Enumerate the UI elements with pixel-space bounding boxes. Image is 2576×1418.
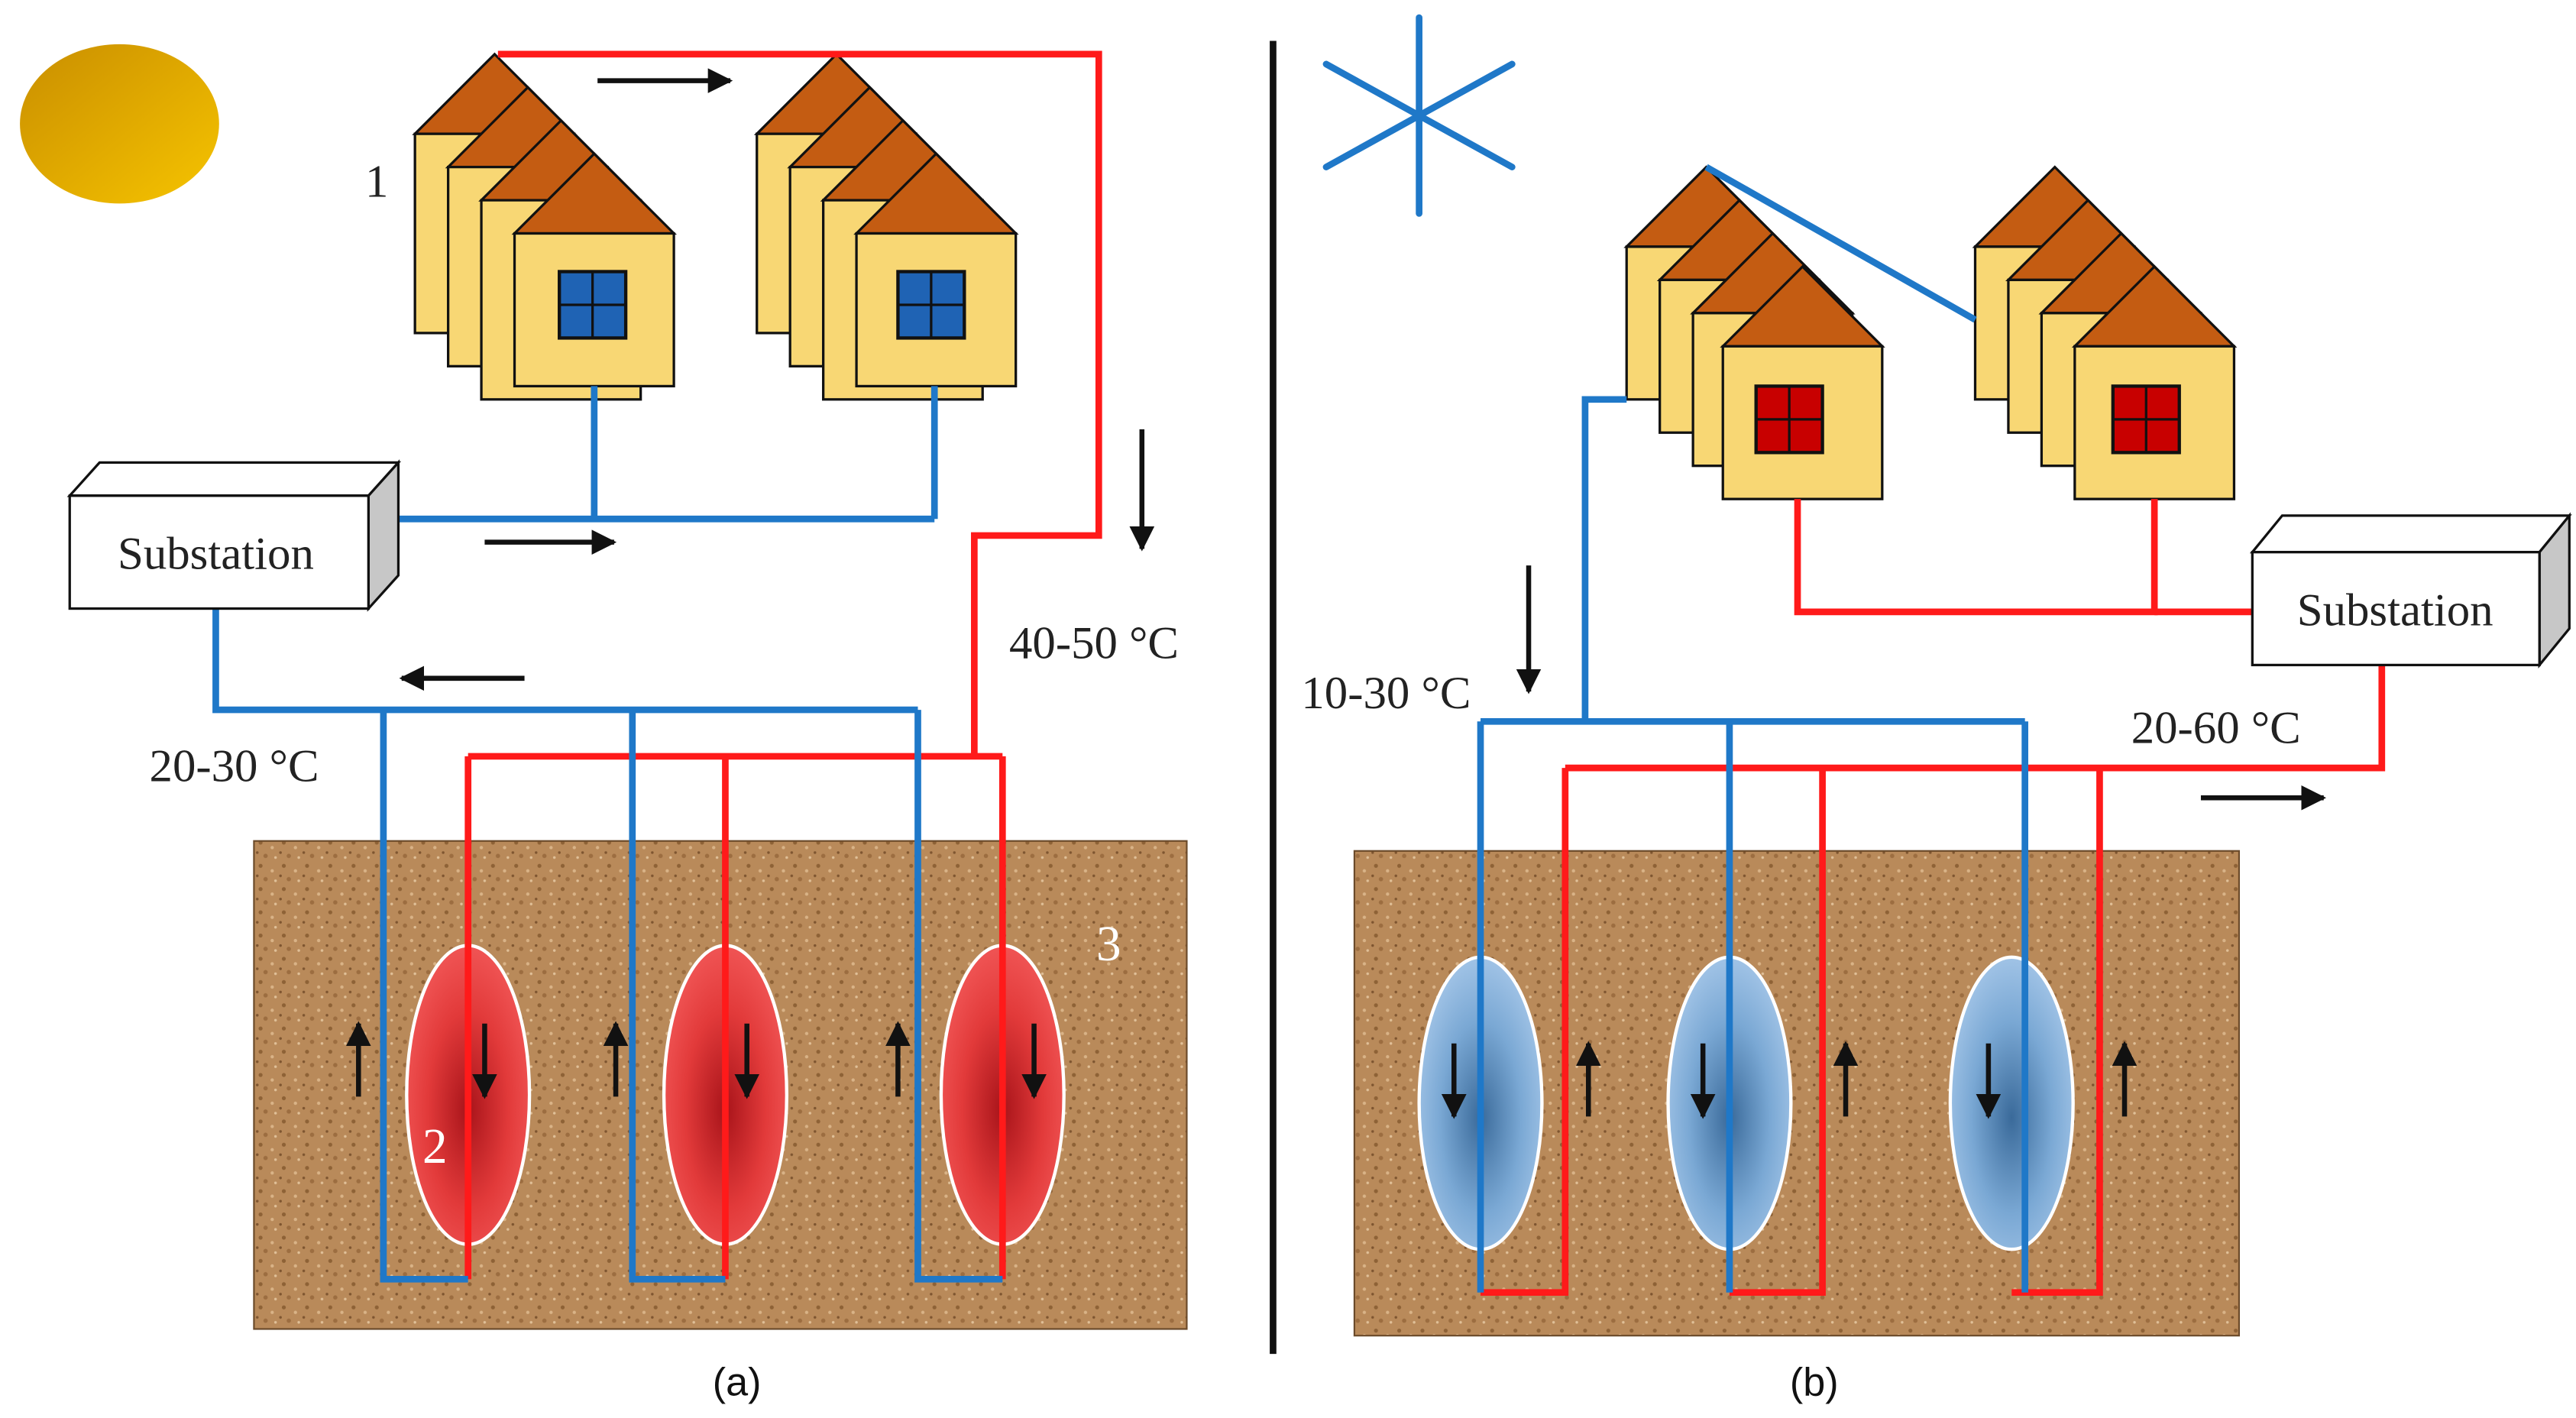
hot-pipes bbox=[1481, 499, 2386, 1297]
cold-pipes bbox=[212, 386, 1003, 1283]
panel-caption: (b) bbox=[1790, 1360, 1839, 1404]
thermal-store-cold bbox=[1948, 955, 2075, 1251]
panel-b: Substation 10-30 °C 20-60 °C (b) bbox=[1301, 14, 2572, 1404]
house-label: 1 bbox=[365, 157, 388, 208]
window-icon bbox=[1756, 386, 1823, 452]
temperature-hot-label: 40-50 °C bbox=[1009, 618, 1179, 669]
panel-caption: (a) bbox=[713, 1360, 762, 1404]
cold-pipes bbox=[1477, 163, 2029, 1293]
sun-icon bbox=[20, 44, 219, 204]
house-group-4 bbox=[1972, 165, 2238, 500]
window-icon bbox=[898, 271, 964, 338]
ground-label: 3 bbox=[1096, 917, 1121, 972]
substation-a: Substation bbox=[66, 459, 402, 612]
window-icon bbox=[559, 271, 626, 338]
window-icon bbox=[2113, 386, 2180, 452]
temperature-cold-label: 20-30 °C bbox=[150, 741, 319, 792]
house-group-1 bbox=[412, 52, 678, 401]
temperature-hot-label: 20-60 °C bbox=[2131, 703, 2301, 754]
panel-a: Substation 1 2 3 20-30 °C 40-50 °C (a) bbox=[20, 44, 1188, 1404]
house-group-2 bbox=[753, 52, 1019, 401]
substation-label: Substation bbox=[118, 528, 314, 579]
snowflake-icon bbox=[1322, 14, 1516, 217]
substation-label: Substation bbox=[2297, 584, 2493, 636]
flow-arrows bbox=[346, 68, 1155, 1099]
store-label: 2 bbox=[422, 1119, 448, 1174]
substation-b: Substation bbox=[2249, 512, 2572, 669]
flow-arrows bbox=[1441, 565, 2327, 1119]
temperature-cold-label: 10-30 °C bbox=[1301, 668, 1471, 719]
hot-pipes bbox=[464, 50, 1102, 1280]
